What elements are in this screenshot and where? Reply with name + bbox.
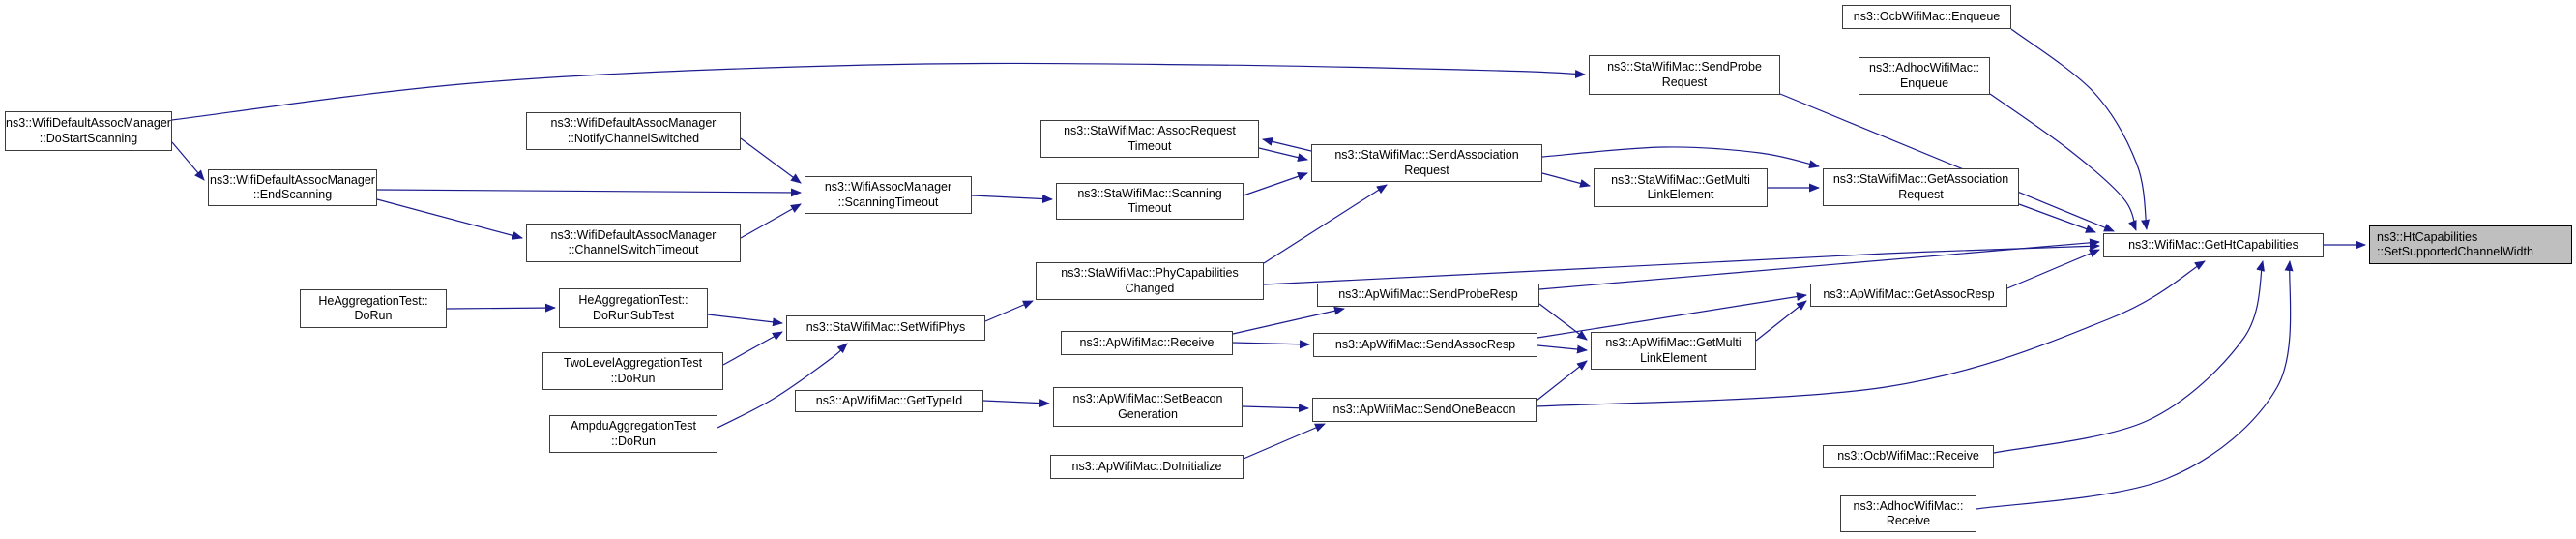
graph-node-sta-send-probe-request[interactable]: ns3::StaWifiMac::SendProbe Request	[1589, 55, 1780, 95]
graph-node-sta-get-multi-link-element[interactable]: ns3::StaWifiMac::GetMulti LinkElement	[1594, 168, 1768, 207]
graph-node-ht-set-supported-channel-width: ns3::HtCapabilities ::SetSupportedChanne…	[2369, 225, 2572, 264]
graph-node-wifi-get-ht-capabilities[interactable]: ns3::WifiMac::GetHtCapabilities	[2103, 233, 2324, 257]
graph-edge-ampdu-aggregation-do-run-to-sta-set-wifi-phys	[717, 343, 848, 429]
graph-edge-ap-send-assoc-resp-to-ap-get-multi-link-element	[1537, 344, 1588, 354]
graph-node-ocb-enqueue[interactable]: ns3::OcbWifiMac::Enqueue	[1842, 5, 2011, 29]
graph-edge-sta-get-association-request-to-wifi-get-ht-capabilities	[2018, 203, 2096, 233]
graph-node-he-aggregation-do-run-sub-test[interactable]: HeAggregationTest:: DoRunSubTest	[559, 288, 708, 328]
graph-node-two-level-aggregation-do-run[interactable]: TwoLevelAggregationTest ::DoRun	[542, 352, 723, 390]
graph-node-ap-send-assoc-resp[interactable]: ns3::ApWifiMac::SendAssocResp	[1313, 333, 1537, 357]
graph-edge-ap-send-one-beacon-to-ap-get-multi-link-element	[1536, 360, 1588, 402]
graph-edge-adhoc-enqueue-to-wifi-get-ht-capabilities	[1989, 93, 2137, 231]
graph-edge-adhoc-receive-to-wifi-get-ht-capabilities	[1976, 260, 2294, 510]
graph-node-sta-send-association-request[interactable]: ns3::StaWifiMac::SendAssociation Request	[1311, 144, 1542, 182]
graph-node-ap-get-assoc-resp[interactable]: ns3::ApWifiMac::GetAssocResp	[1810, 284, 2007, 307]
graph-edge-ap-send-probe-resp-to-ap-get-multi-link-element	[1538, 303, 1588, 341]
graph-node-ap-do-initialize[interactable]: ns3::ApWifiMac::DoInitialize	[1050, 455, 1244, 479]
graph-node-ap-receive[interactable]: ns3::ApWifiMac::Receive	[1061, 331, 1233, 355]
graph-node-wam-scanning-timeout[interactable]: ns3::WifiAssocManager ::ScanningTimeout	[805, 176, 972, 214]
graph-node-do-start-scanning[interactable]: ns3::WifiDefaultAssocManager ::DoStartSc…	[5, 111, 172, 151]
graph-edge-sta-scanning-timeout-to-sta-send-association-request	[1243, 172, 1308, 196]
graph-node-sta-assoc-request-timeout[interactable]: ns3::StaWifiMac::AssocRequest Timeout	[1040, 120, 1259, 158]
graph-node-he-aggregation-do-run[interactable]: HeAggregationTest:: DoRun	[300, 289, 447, 328]
graph-edge-sta-phy-capabilities-changed-to-sta-send-association-request	[1263, 184, 1388, 264]
graph-edge-end-scanning-to-channel-switch-timeout	[376, 198, 523, 240]
graph-edge-ap-receive-to-ap-send-probe-resp	[1232, 306, 1345, 335]
graph-edge-sta-send-association-request-to-sta-get-association-request	[1541, 146, 1820, 169]
graph-edge-ap-send-probe-resp-to-wifi-get-ht-capabilities	[1538, 238, 2100, 290]
graph-node-sta-get-association-request[interactable]: ns3::StaWifiMac::GetAssociation Request	[1823, 168, 2019, 206]
graph-edge-sta-set-wifi-phys-to-sta-phy-capabilities-changed	[984, 300, 1034, 322]
graph-edge-ap-send-one-beacon-to-wifi-get-ht-capabilities	[1536, 260, 2206, 407]
graph-node-channel-switch-timeout[interactable]: ns3::WifiDefaultAssocManager ::ChannelSw…	[526, 224, 741, 262]
graph-edge-ap-do-initialize-to-ap-send-one-beacon	[1243, 423, 1326, 460]
graph-edge-do-start-scanning-to-sta-send-probe-request	[171, 62, 1586, 121]
graph-edge-sta-phy-capabilities-changed-to-wifi-get-ht-capabilities	[1263, 241, 2100, 285]
graph-edge-sta-send-probe-request-to-wifi-get-ht-capabilities	[1779, 93, 2115, 232]
graph-edge-he-aggregation-do-run-sub-test-to-sta-set-wifi-phys	[707, 314, 783, 327]
graph-node-adhoc-enqueue[interactable]: ns3::AdhocWifiMac:: Enqueue	[1859, 57, 1990, 95]
graph-edge-ocb-receive-to-wifi-get-ht-capabilities	[1993, 260, 2265, 454]
graph-node-sta-set-wifi-phys[interactable]: ns3::StaWifiMac::SetWifiPhys	[786, 315, 985, 341]
graph-edge-ap-get-type-id-to-ap-set-beacon-generation	[982, 399, 1050, 408]
graph-node-ocb-receive[interactable]: ns3::OcbWifiMac::Receive	[1823, 445, 1994, 468]
graph-edge-ocb-enqueue-to-wifi-get-ht-capabilities	[2010, 28, 2150, 230]
graph-node-sta-scanning-timeout[interactable]: ns3::StaWifiMac::Scanning Timeout	[1056, 183, 1244, 220]
graph-edge-wam-scanning-timeout-to-sta-scanning-timeout	[971, 195, 1053, 204]
graph-edge-channel-switch-timeout-to-wam-scanning-timeout	[740, 203, 802, 239]
graph-edge-ap-get-multi-link-element-to-ap-get-assoc-resp	[1755, 300, 1807, 342]
graph-node-ap-set-beacon-generation[interactable]: ns3::ApWifiMac::SetBeacon Generation	[1053, 387, 1243, 427]
graph-edge-sta-send-association-request-to-sta-assoc-request-timeout	[1262, 136, 1312, 152]
graph-node-notify-channel-switched[interactable]: ns3::WifiDefaultAssocManager ::NotifyCha…	[526, 112, 741, 150]
graph-edge-do-start-scanning-to-end-scanning	[171, 141, 205, 181]
graph-node-sta-phy-capabilities-changed[interactable]: ns3::StaWifiMac::PhyCapabilities Changed	[1036, 262, 1264, 300]
graph-node-ap-send-probe-resp[interactable]: ns3::ApWifiMac::SendProbeResp	[1317, 284, 1539, 307]
graph-node-ampdu-aggregation-do-run[interactable]: AmpduAggregationTest ::DoRun	[549, 415, 717, 453]
graph-node-ap-send-one-beacon[interactable]: ns3::ApWifiMac::SendOneBeacon	[1312, 398, 1537, 422]
graph-edge-ap-set-beacon-generation-to-ap-send-one-beacon	[1242, 404, 1309, 413]
graph-node-ap-get-type-id[interactable]: ns3::ApWifiMac::GetTypeId	[795, 390, 983, 412]
graph-node-ap-get-multi-link-element[interactable]: ns3::ApWifiMac::GetMulti LinkElement	[1591, 332, 1756, 370]
graph-edge-ap-receive-to-ap-send-assoc-resp	[1232, 340, 1310, 349]
graph-edge-ap-send-assoc-resp-to-ap-get-assoc-resp	[1537, 292, 1807, 339]
graph-node-end-scanning[interactable]: ns3::WifiDefaultAssocManager ::EndScanni…	[208, 169, 377, 206]
graph-edge-sta-assoc-request-timeout-to-sta-send-association-request	[1258, 147, 1308, 163]
graph-edge-ap-get-assoc-resp-to-wifi-get-ht-capabilities	[2006, 249, 2100, 289]
graph-node-adhoc-receive[interactable]: ns3::AdhocWifiMac:: Receive	[1840, 495, 1976, 532]
graph-edge-sta-send-association-request-to-sta-get-multi-link-element	[1541, 172, 1591, 188]
graph-edge-two-level-aggregation-do-run-to-sta-set-wifi-phys	[722, 331, 783, 366]
graph-edge-notify-channel-switched-to-wam-scanning-timeout	[740, 137, 802, 184]
graph-edge-end-scanning-to-wam-scanning-timeout	[376, 188, 802, 197]
graph-edge-he-aggregation-do-run-to-he-aggregation-do-run-sub-test	[446, 303, 556, 313]
